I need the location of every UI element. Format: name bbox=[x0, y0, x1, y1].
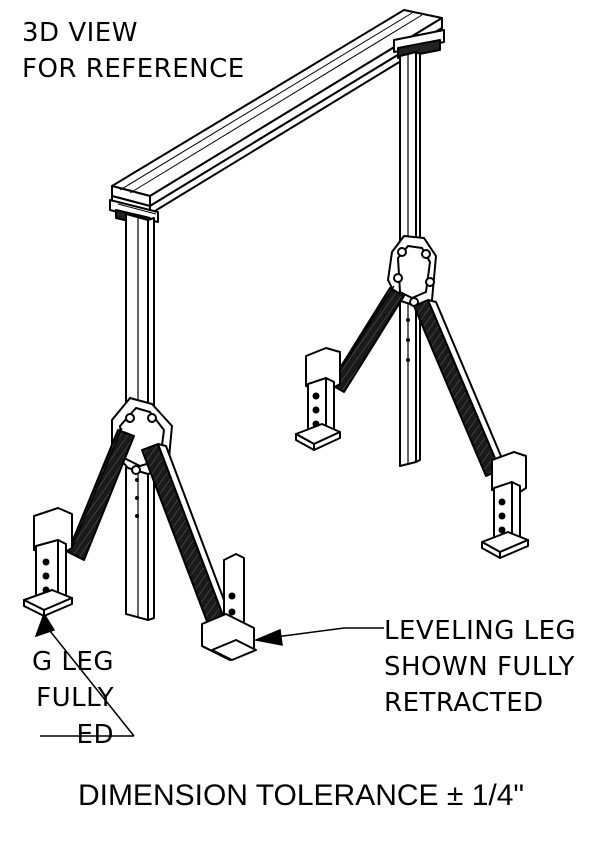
leveling-leg-front-center bbox=[201, 553, 257, 661]
leveling-leg-rear-right bbox=[481, 451, 529, 559]
left-outer-brace bbox=[67, 427, 135, 561]
leveling-leg-front-left bbox=[23, 507, 73, 617]
left-inner-brace bbox=[141, 443, 231, 625]
right-outer-brace bbox=[329, 285, 405, 393]
left-callout-line-1: G LEG bbox=[32, 647, 114, 677]
right-inner-brace bbox=[413, 299, 507, 477]
left-callout-line-2: FULLY bbox=[36, 683, 114, 713]
right-callout-line-1: LEVELING LEG bbox=[384, 616, 577, 646]
view-title-line-2: FOR REFERENCE bbox=[22, 54, 245, 84]
right-callout-line-2: SHOWN FULLY bbox=[384, 652, 575, 682]
column-adjust-holes bbox=[135, 318, 410, 518]
view-title-line-1: 3D VIEW bbox=[22, 18, 138, 48]
i-beam bbox=[109, 9, 445, 227]
dimension-tolerance-note: DIMENSION TOLERANCE ± 1/4" bbox=[77, 779, 525, 812]
leader-lines bbox=[34, 612, 384, 737]
leveling-leg-rear-left bbox=[295, 347, 341, 451]
left-callout-line-3: ED bbox=[76, 720, 114, 750]
right-callout-line-3: RETRACTED bbox=[384, 688, 544, 718]
